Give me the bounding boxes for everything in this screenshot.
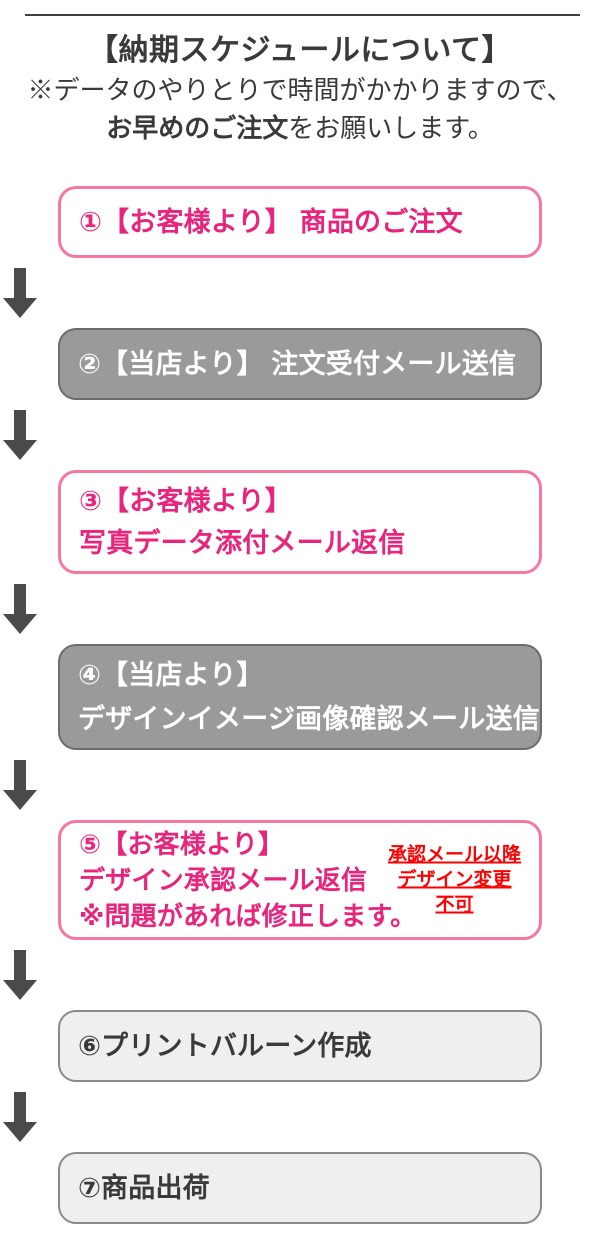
flow-spacer [0,574,600,584]
flow-node-step-2[interactable]: ②【当店より】 注文受付メール送信 [58,328,542,400]
flow-arrow-down-5 [0,950,600,1000]
flow-spacer [0,460,600,470]
flow-node-step-3[interactable]: ③【お客様より】写真データ添付メール返信 [58,470,542,574]
flow-arrow-down-1 [0,268,600,318]
top-divider-rule [25,14,580,16]
flow-spacer [0,1000,600,1010]
header-note-emphasis: お早めのご注文 [106,114,289,143]
page-title: 【納期スケジュールについて】 [88,34,512,67]
flow-node-body: ④【当店より】デザインイメージ画像確認メール送信 [78,653,540,741]
flow-node-step-5[interactable]: ⑤【お客様より】デザイン承認メール返信※問題があれば修正します。承認メール以降デ… [58,820,542,940]
flow-arrow-down-6 [0,1092,600,1142]
header-note-rest: をお願いします。 [288,114,494,143]
flow-arrow-down-3 [0,584,600,634]
flow-node-text-line: ⑥プリントバルーン作成 [78,1031,372,1061]
flow-spacer [0,318,600,328]
flow-node-step-1[interactable]: ①【お客様より】 商品のご注文 [58,186,542,258]
flow-node-body: ⑤【お客様より】デザイン承認メール返信 ※問題があれば修正します。 [79,826,417,934]
flow-arrow-down-2 [0,410,600,460]
flow-node-text-line: ④【当店より】 [78,660,264,690]
flow-node-text-line: ⑤【お客様より】 [79,829,285,859]
design-change-warning: 承認メール以降デザイン変更不可 [388,843,521,918]
flow-node-step-6[interactable]: ⑥プリントバルーン作成 [58,1010,542,1082]
flow-node-text-line: ①【お客様より】 商品のご注文 [79,207,463,237]
warning-line: デザイン変更 [397,869,512,891]
delivery-schedule-flowchart: ①【お客様より】 商品のご注文 ②【当店より】 注文受付メール送信 ③【お客様より】… [0,186,600,1224]
warning-line: 承認メール以降 [387,844,521,866]
flow-spacer [0,1142,600,1152]
flow-node-text-line: 写真データ添付メール返信 [79,528,406,558]
header-note-line-2: お早めのご注文をお願いします。 [0,110,600,148]
flow-node-text-line: ②【当店より】 注文受付メール送信 [78,349,517,379]
flow-node-body: ⑦商品出荷 [78,1170,522,1206]
flow-node-text-line: ③【お客様より】 [79,486,292,516]
flow-spacer [0,258,600,268]
flow-spacer [0,634,600,644]
flow-spacer [0,400,600,410]
flow-node-step-4[interactable]: ④【当店より】デザインイメージ画像確認メール送信 [58,644,542,750]
flow-arrow-down-4 [0,760,600,810]
header-note-line-1: ※データのやりとりで時間がかかりますので、 [27,76,573,105]
flow-node-body: ⑥プリントバルーン作成 [78,1028,522,1064]
flow-spacer [0,1082,600,1092]
flow-node-body: ③【お客様より】写真データ添付メール返信 [79,480,521,564]
header-block: 【納期スケジュールについて】 ※データのやりとりで時間がかかりますので、 お早め… [0,30,600,148]
flow-node-body: ①【お客様より】 商品のご注文 [79,204,521,240]
flow-node-text-line: デザインイメージ画像確認メール送信 [78,704,540,734]
flow-node-text-line: デザイン承認メール返信 [79,865,368,895]
flow-node-step-7[interactable]: ⑦商品出荷 [58,1152,542,1224]
warning-line: 不可 [435,894,474,916]
flow-spacer [0,810,600,820]
flow-node-text-line: ⑦商品出荷 [78,1173,210,1203]
flow-node-body: ②【当店より】 注文受付メール送信 [78,346,522,382]
flow-node-text-line: ※問題があれば修正します。 [79,901,417,931]
flow-spacer [0,940,600,950]
flow-spacer [0,750,600,760]
